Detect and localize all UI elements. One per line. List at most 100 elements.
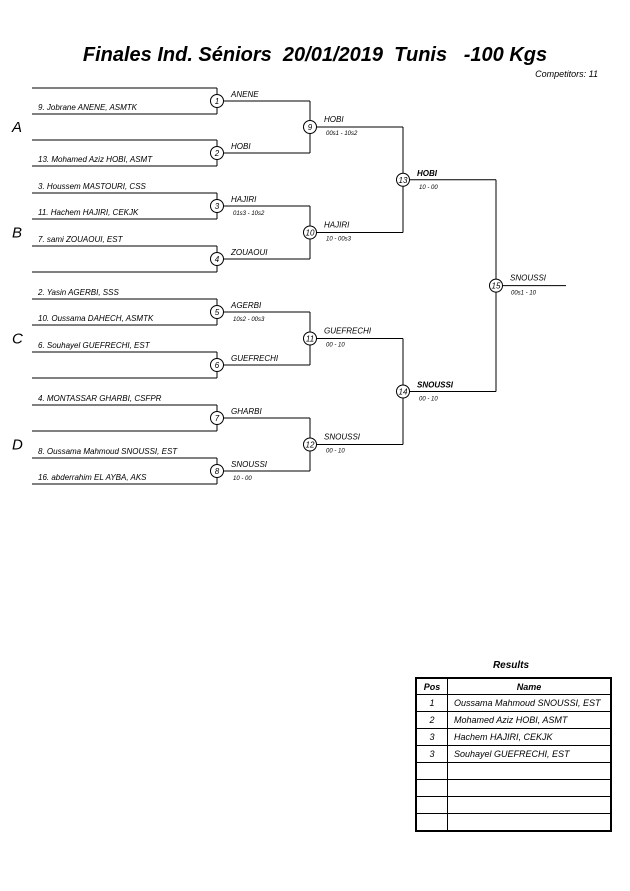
match-number: 7 bbox=[215, 414, 220, 423]
competitor-entry: 2. Yasin AGERBI, SSS bbox=[37, 288, 119, 297]
tournament-bracket: 9. Jobrane ANENE, ASMTK 13. Mohamed Aziz … bbox=[11, 87, 566, 485]
round2-score: 00 - 10 bbox=[326, 449, 345, 455]
results-header-row: Pos Name bbox=[415, 677, 612, 695]
result-pos bbox=[415, 762, 448, 780]
match-number-circle bbox=[489, 278, 503, 293]
result-pos bbox=[415, 813, 448, 832]
match-number: 5 bbox=[215, 308, 220, 317]
match-number: 11 bbox=[306, 335, 314, 344]
round2-winner: HAJIRI bbox=[324, 221, 350, 230]
competitor-entry: 3. Houssem MASTOURI, CSS bbox=[38, 182, 147, 191]
round1-score: 10s2 - 00s3 bbox=[233, 317, 265, 323]
page-title: Finales Ind. Séniors 20/01/2019 Tunis -1… bbox=[82, 44, 548, 66]
result-name: Mohamed Aziz HOBI, ASMT bbox=[447, 711, 612, 729]
result-pos bbox=[415, 779, 448, 797]
competitor-entry: 7. sami ZOUAOUI, EST bbox=[38, 235, 124, 244]
results-row bbox=[415, 813, 612, 832]
semifinal-winner: SNOUSSI bbox=[417, 381, 454, 390]
match-number: 6 bbox=[215, 361, 220, 370]
match-number-circle bbox=[210, 464, 224, 478]
round1-winner: AGERBI bbox=[230, 301, 262, 310]
round1-winner: HOBI bbox=[231, 142, 251, 151]
result-pos: 3 bbox=[415, 728, 448, 746]
results-header-name: Name bbox=[447, 677, 612, 695]
competitor-entry: 16. abderrahim EL AYBA, AKS bbox=[38, 473, 147, 482]
round2-winner: GUEFRECHI bbox=[324, 327, 372, 336]
match-number-circle bbox=[303, 120, 317, 134]
match-number-circle bbox=[210, 94, 224, 108]
match-number-circle bbox=[210, 411, 224, 425]
semifinal-score: 10 - 00 bbox=[419, 185, 438, 191]
round1-winner: GHARBI bbox=[231, 407, 262, 416]
results-header-pos: Pos bbox=[415, 677, 448, 695]
competitor-entry: 4. MONTASSAR GHARBI, CSFPR bbox=[38, 394, 162, 403]
competitors-count: Competitors: 11 bbox=[535, 69, 598, 79]
competitor-entry: 6. Souhayel GUEFRECHI, EST bbox=[38, 341, 151, 350]
results-title: Results bbox=[492, 660, 530, 671]
competitor-entry: 8. Oussama Mahmoud SNOUSSI, EST bbox=[38, 447, 178, 456]
match-number-circle bbox=[210, 305, 224, 319]
semifinal-winner: HOBI bbox=[417, 169, 438, 178]
result-pos: 2 bbox=[415, 711, 448, 729]
round1-score: 10 - 00 bbox=[233, 476, 252, 482]
match-number-circle bbox=[210, 146, 224, 160]
match-number: 4 bbox=[215, 255, 220, 264]
result-pos: 3 bbox=[415, 745, 448, 763]
result-pos bbox=[415, 796, 448, 814]
pool-label: D bbox=[12, 437, 23, 454]
competitor-entry: 13. Mohamed Aziz HOBI, ASMT bbox=[38, 155, 153, 164]
semifinal-score: 00 - 10 bbox=[419, 397, 438, 403]
round1-winner: ZOUAOUI bbox=[230, 248, 268, 257]
round1-winner: SNOUSSI bbox=[231, 460, 268, 469]
result-name bbox=[447, 779, 612, 797]
result-name bbox=[447, 813, 612, 832]
competitor-entry: 11. Hachem HAJIRI, CEKJK bbox=[38, 208, 139, 217]
final-score: 00s1 - 10 bbox=[511, 291, 537, 297]
match-number: 2 bbox=[214, 149, 220, 158]
competitor-entry: 10. Oussama DAHECH, ASMTK bbox=[38, 314, 154, 323]
round1-winner: GUEFRECHI bbox=[231, 354, 279, 363]
match-number: 10 bbox=[306, 229, 315, 238]
round2-winner: SNOUSSI bbox=[324, 433, 361, 442]
pool-label: C bbox=[12, 331, 23, 348]
match-number: 13 bbox=[399, 176, 408, 185]
round2-score: 00s1 - 10s2 bbox=[326, 131, 358, 137]
match-number-circle bbox=[396, 172, 410, 187]
match-number-circle bbox=[210, 358, 224, 372]
result-name bbox=[447, 796, 612, 814]
pool-label: B bbox=[12, 225, 22, 242]
match-number: 8 bbox=[215, 467, 220, 476]
competitor-entry: 9. Jobrane ANENE, ASMTK bbox=[38, 103, 138, 112]
match-number: 14 bbox=[399, 388, 408, 397]
pool-label: A bbox=[11, 119, 22, 136]
results-row bbox=[415, 779, 612, 797]
match-number-circle bbox=[303, 331, 317, 346]
match-number: 12 bbox=[306, 441, 315, 450]
match-number: 1 bbox=[215, 97, 219, 106]
match-number-circle bbox=[396, 384, 410, 399]
round1-winner: ANENE bbox=[230, 90, 259, 99]
match-number: 3 bbox=[215, 202, 220, 211]
match-number: 9 bbox=[308, 123, 313, 132]
results-row bbox=[415, 762, 612, 780]
match-number-circle bbox=[303, 225, 317, 240]
result-pos: 1 bbox=[415, 694, 448, 712]
round2-score: 10 - 00s3 bbox=[326, 237, 352, 243]
match-number-circle bbox=[210, 252, 224, 266]
result-name: Oussama Mahmoud SNOUSSI, EST bbox=[447, 694, 612, 712]
result-name bbox=[447, 762, 612, 780]
result-name: Souhayel GUEFRECHI, EST bbox=[447, 745, 612, 763]
match-number: 15 bbox=[492, 282, 501, 291]
result-name: Hachem HAJIRI, CEKJK bbox=[447, 728, 612, 746]
round1-score: 01s3 - 10s2 bbox=[233, 211, 265, 217]
match-number-circle bbox=[210, 199, 224, 213]
round1-winner: HAJIRI bbox=[231, 195, 257, 204]
round2-score: 00 - 10 bbox=[326, 343, 345, 349]
final-winner: SNOUSSI bbox=[510, 274, 547, 283]
results-row bbox=[415, 796, 612, 814]
